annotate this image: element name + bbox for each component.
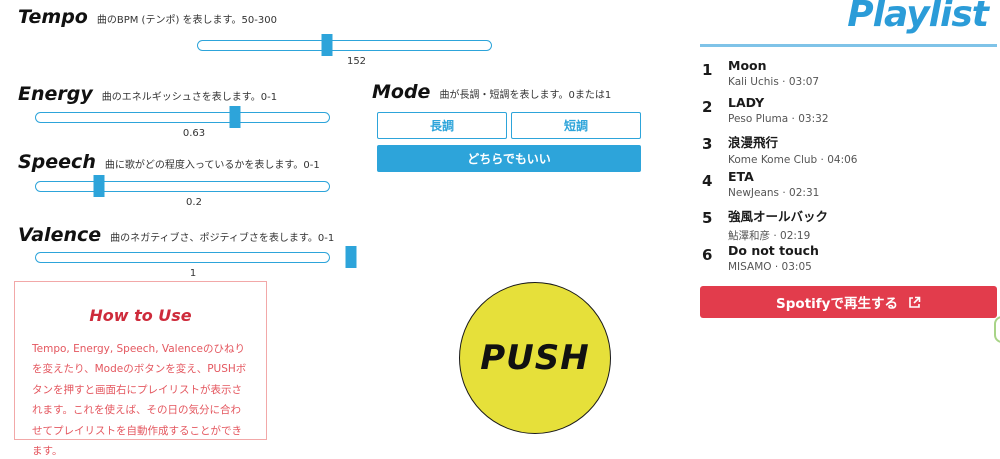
- major-mode-button[interactable]: 長調: [377, 112, 507, 139]
- how-to-use-body: Tempo, Energy, Speech, Valenceのひねりを変えたり、…: [32, 343, 247, 458]
- playlist-divider: [700, 44, 997, 47]
- track-meta: NewJeans · 02:31: [728, 187, 819, 199]
- track-title: LADY: [728, 95, 765, 110]
- meta-separator: ·: [778, 76, 789, 88]
- track-number: 4: [702, 172, 713, 190]
- track-number: 3: [702, 135, 713, 153]
- slider-track[interactable]: [35, 112, 330, 123]
- track-meta: Kali Uchis · 03:07: [728, 76, 819, 88]
- track-title: Do not touch: [728, 243, 819, 258]
- valence-heading: Valence 曲のネガティブさ、ポジティブさを表します。0-1: [18, 224, 334, 246]
- track-title: Moon: [728, 58, 767, 73]
- mode-button-group: 長調 短調: [377, 112, 641, 139]
- slider-value: 0.2: [186, 197, 202, 208]
- track-artist: Peso Pluma: [728, 113, 789, 125]
- mode-heading: Mode 曲が長調・短調を表します。0または1: [372, 81, 611, 103]
- slider-thumb[interactable]: [93, 175, 105, 197]
- tempo-slider[interactable]: 152: [197, 34, 516, 68]
- speech-heading: Speech 曲に歌がどの程度入っているかを表します。0-1: [18, 151, 320, 173]
- energy-heading: Energy 曲のエネルギッシュさを表します。0-1: [18, 83, 277, 105]
- track-artist: Kali Uchis: [728, 76, 779, 88]
- track-title: 強風オールバック: [728, 209, 829, 224]
- track-meta: Peso Pluma · 03:32: [728, 113, 829, 125]
- track-number: 1: [702, 61, 713, 79]
- energy-label: Energy: [18, 83, 93, 105]
- track-row: 5 強風オールバック 鮎澤和彦 · 02:19: [702, 206, 997, 243]
- track-meta: 鮎澤和彦 · 02:19: [728, 228, 828, 243]
- track-duration: 04:06: [827, 154, 858, 166]
- track-artist: Kome Kome Club: [728, 154, 818, 166]
- mode-label: Mode: [372, 81, 431, 103]
- track-row: 2 LADY Peso Pluma · 03:32: [702, 95, 997, 125]
- track-row: 4 ETA NewJeans · 02:31: [702, 169, 997, 199]
- slider-thumb[interactable]: [345, 246, 357, 268]
- meta-separator: ·: [770, 230, 781, 242]
- track-title: ETA: [728, 169, 754, 184]
- spotify-play-label: Spotifyで再生する: [776, 296, 898, 312]
- track-number: 6: [702, 246, 713, 264]
- slider-value: 1: [189, 268, 197, 279]
- external-link-icon: [908, 296, 921, 309]
- track-title: 浪漫飛行: [728, 135, 779, 150]
- tempo-heading: Tempo 曲のBPM (テンポ) を表します。50-300: [18, 6, 277, 28]
- how-to-use-panel: How to Use Tempo, Energy, Speech, Valenc…: [14, 281, 267, 457]
- track-number: 2: [702, 98, 713, 116]
- push-label: PUSH: [480, 338, 590, 378]
- valence-label: Valence: [18, 224, 102, 246]
- track-meta: MISAMO · 03:05: [728, 261, 819, 273]
- energy-description: 曲のエネルギッシュさを表します。0-1: [101, 92, 278, 103]
- slider-value: 152: [346, 56, 367, 67]
- slider-value: 0.63: [182, 128, 206, 139]
- either-mode-button[interactable]: どちらでもいい: [377, 145, 641, 172]
- track-row: 6 Do not touch MISAMO · 03:05: [702, 243, 997, 273]
- track-duration: 02:19: [780, 230, 811, 242]
- tempo-label: Tempo: [18, 6, 88, 28]
- track-meta: Kome Kome Club · 04:06: [728, 154, 857, 166]
- slider-track[interactable]: [35, 181, 330, 192]
- track-artist: MISAMO: [728, 261, 772, 273]
- track-duration: 03:07: [788, 76, 820, 88]
- track-artist: 鮎澤和彦: [728, 230, 770, 242]
- speech-description: 曲に歌がどの程度入っているかを表します。0-1: [104, 160, 320, 171]
- speech-label: Speech: [18, 151, 96, 173]
- track-duration: 03:05: [781, 261, 812, 273]
- spotify-play-button[interactable]: Spotifyで再生する: [700, 286, 997, 318]
- track-number: 5: [702, 209, 713, 227]
- push-button[interactable]: PUSH: [459, 282, 611, 434]
- edge-peek-button[interactable]: [994, 316, 1000, 343]
- track-duration: 03:32: [798, 113, 829, 125]
- tempo-description: 曲のBPM (テンポ) を表します。50-300: [96, 15, 277, 26]
- meta-separator: ·: [817, 154, 828, 166]
- valence-description: 曲のネガティブさ、ポジティブさを表します。0-1: [110, 233, 335, 244]
- meta-separator: ·: [779, 187, 790, 199]
- playlist-title: Playlist: [847, 0, 989, 35]
- slider-track[interactable]: [35, 252, 330, 263]
- track-row: 3 浪漫飛行 Kome Kome Club · 04:06: [702, 132, 997, 166]
- mode-description: 曲が長調・短調を表します。0または1: [439, 90, 612, 101]
- meta-separator: ·: [788, 113, 799, 125]
- track-artist: NewJeans: [728, 187, 780, 199]
- track-row: 1 Moon Kali Uchis · 03:07: [702, 58, 997, 88]
- how-to-use-title: How to Use: [89, 306, 192, 325]
- minor-mode-button[interactable]: 短調: [511, 112, 641, 139]
- slider-thumb[interactable]: [229, 106, 241, 128]
- valence-slider[interactable]: 1: [35, 246, 357, 280]
- track-duration: 02:31: [789, 187, 820, 199]
- meta-separator: ·: [771, 261, 782, 273]
- speech-slider[interactable]: 0.2: [35, 175, 353, 209]
- slider-track[interactable]: [197, 40, 492, 51]
- slider-thumb[interactable]: [321, 34, 333, 56]
- energy-slider[interactable]: 0.63: [35, 106, 353, 140]
